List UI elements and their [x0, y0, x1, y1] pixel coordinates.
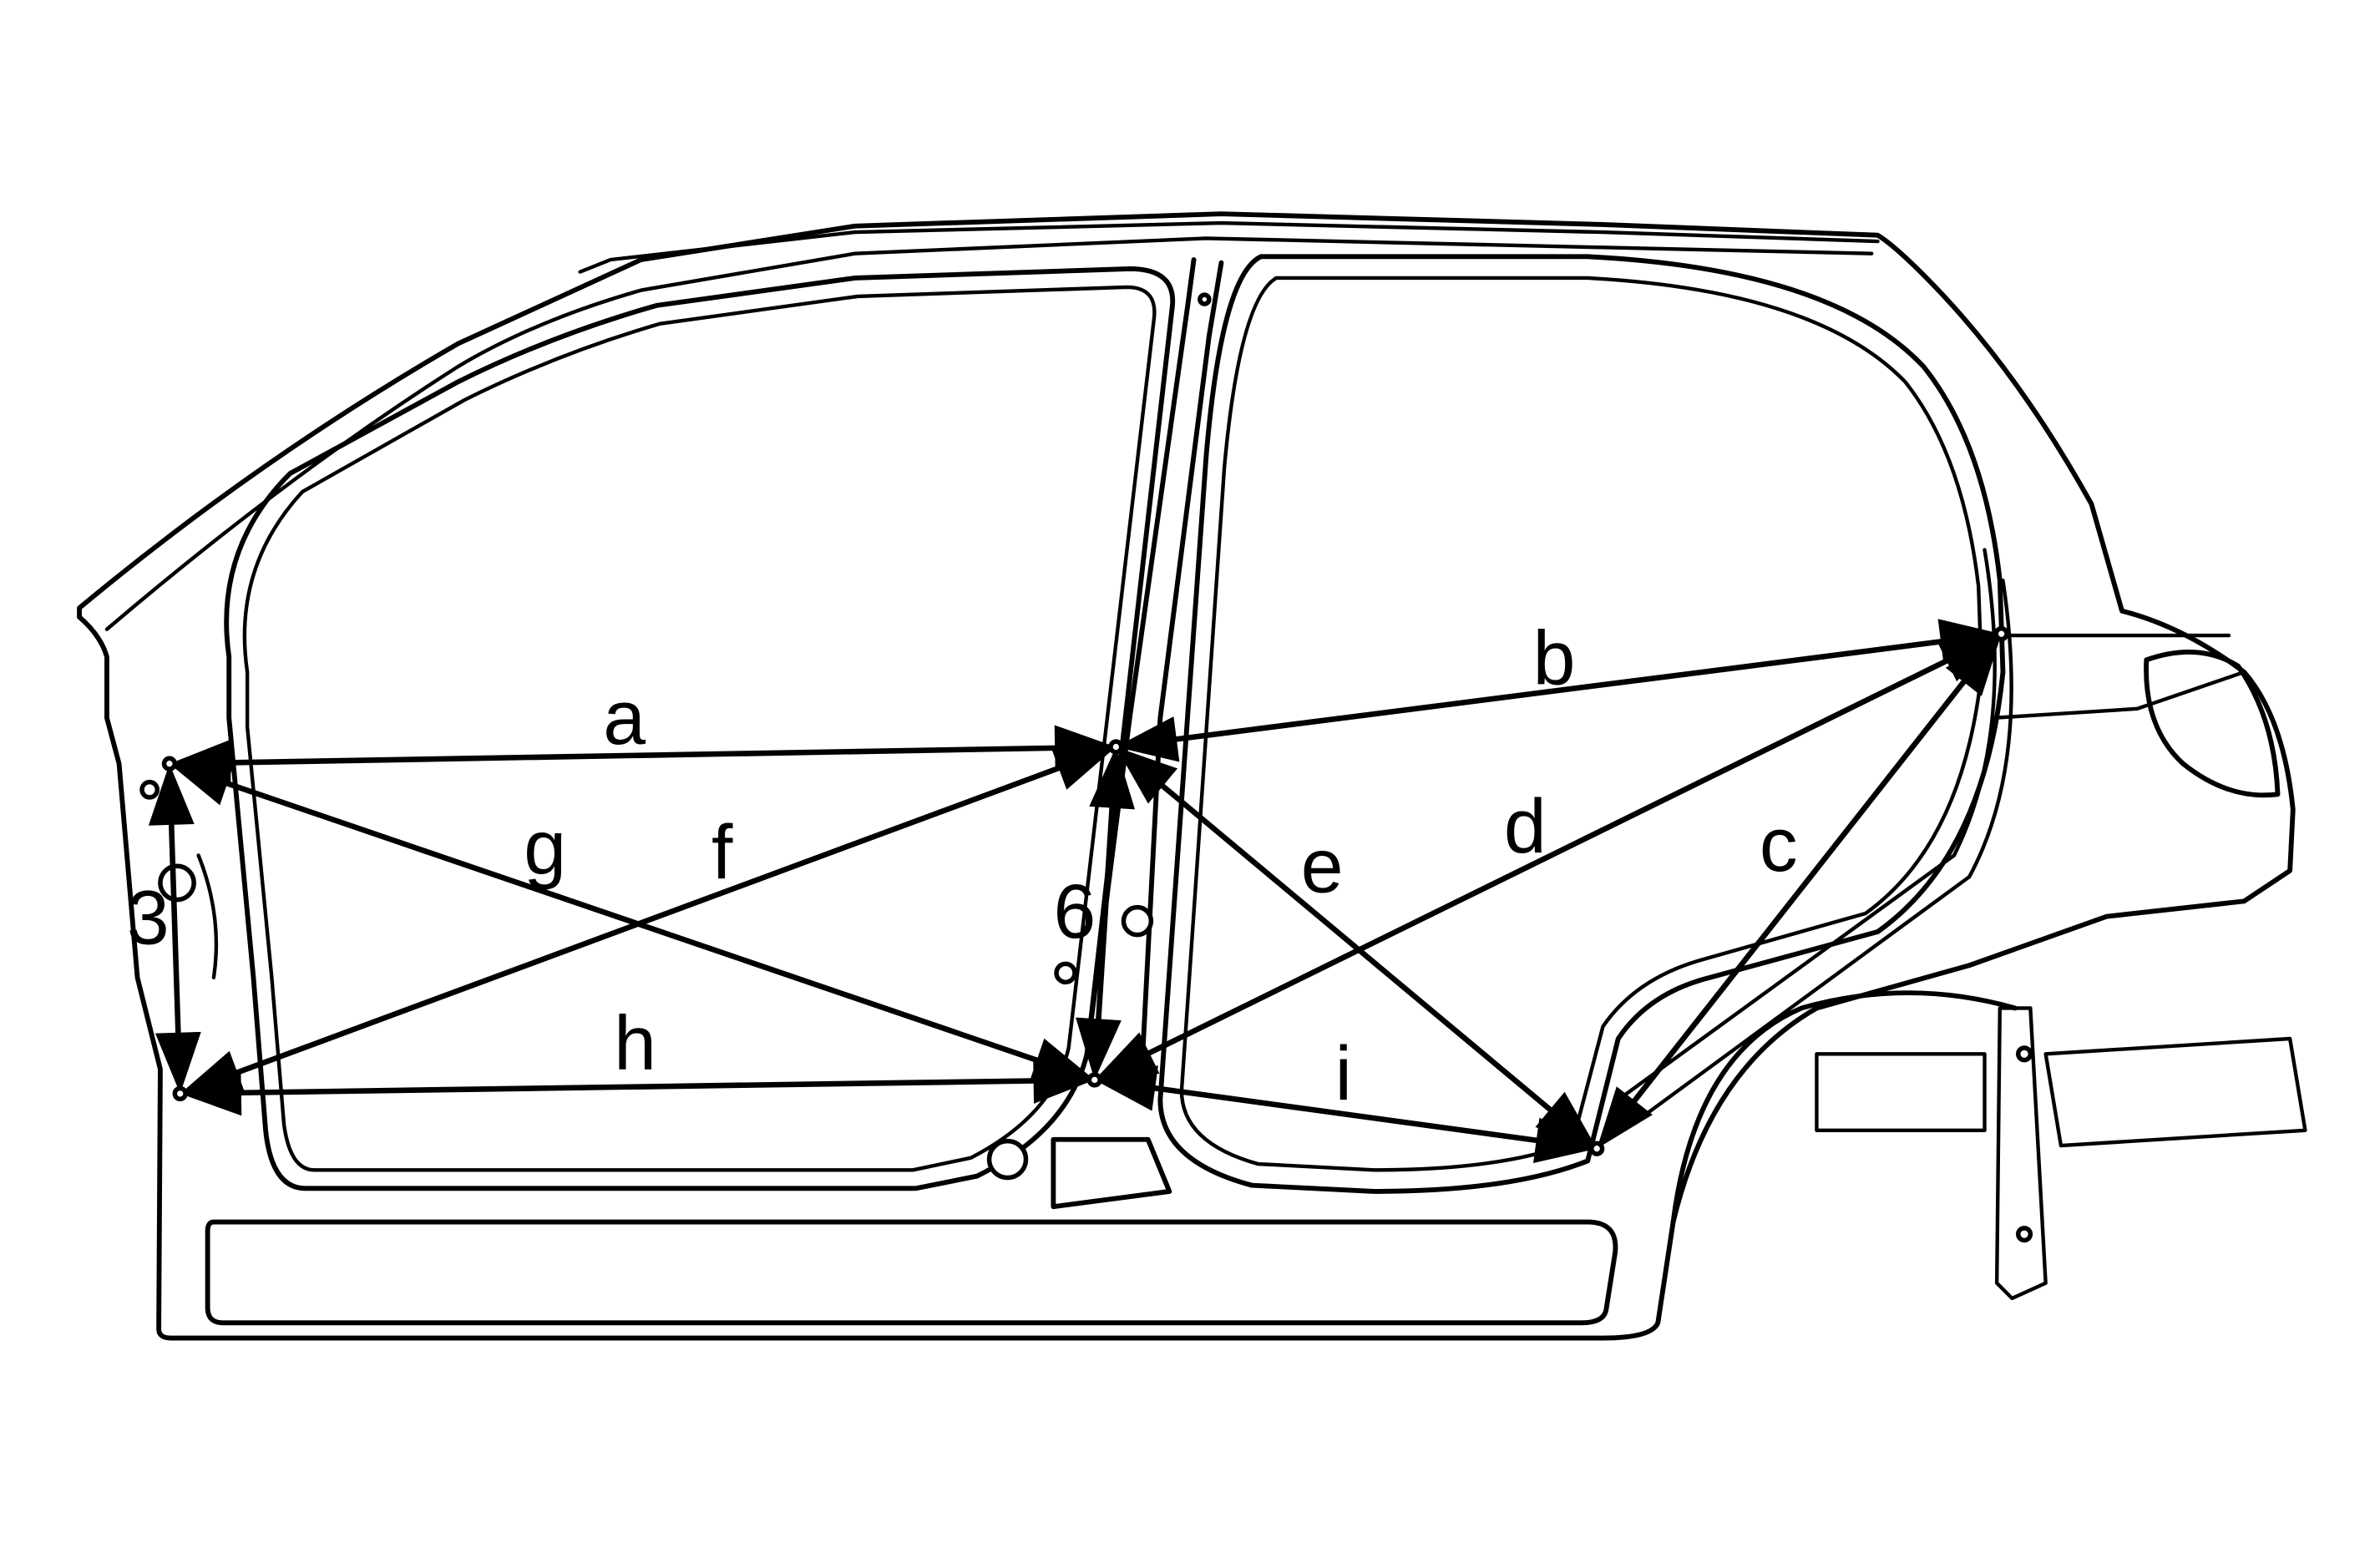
arrow-head-i-start: [1094, 1065, 1158, 1111]
arrow-head-h-start: [180, 1070, 242, 1116]
arrow-head-6-end: [1076, 1017, 1122, 1080]
front-door-opening: [224, 266, 1176, 1191]
dimension-label-b: b: [1533, 616, 1576, 701]
arrow-head-6-start: [1089, 746, 1136, 810]
dimension-label-3: 3: [127, 876, 170, 961]
reference-hole-upper-front: [139, 779, 160, 800]
arrow-head-b-start: [1116, 716, 1180, 762]
measurement-point-p4: [1086, 1072, 1102, 1088]
reference-holes: [139, 292, 2033, 1243]
dimension-line-h: [235, 1078, 1040, 1096]
measurement-point-p2: [1108, 739, 1124, 755]
reference-hole-rocker: [986, 1138, 1029, 1181]
rear-quarter-curve-2: [1634, 578, 2013, 1123]
front-door-opening-inner: [242, 285, 1157, 1172]
dimension-label-6: 6: [1054, 869, 1096, 954]
dimension-label-i: i: [1335, 1031, 1352, 1116]
arrow-head-3-end: [154, 1031, 201, 1094]
dimension-label-h: h: [614, 1001, 656, 1086]
b-pillar-rear-edge: [1139, 260, 1224, 1072]
arrow-head-c-start: [1945, 634, 2002, 696]
dimension-line-a: [224, 745, 1061, 766]
rear-door-opening-inner: [1179, 276, 1984, 1172]
arrow-head-i-end: [1533, 1117, 1598, 1163]
dimension-label-g: g: [524, 805, 566, 890]
arrow-head-e-end: [1535, 1091, 1598, 1149]
arrow-head-3-start: [148, 763, 195, 826]
dimension-line-b: [1170, 638, 1947, 743]
underbody-bracket: [1994, 1006, 2048, 1301]
dimension-line-3: [168, 818, 181, 1040]
dimension-line-6: [1095, 802, 1116, 1025]
dimension-line-f: [230, 763, 1066, 1078]
roof-inner-line: [104, 236, 1874, 631]
rear-wheel-arch: [1670, 990, 2018, 1225]
reference-hole-bracket-top: [2015, 1045, 2033, 1063]
dimension-label-d: d: [1504, 784, 1547, 869]
arrow-head-f-start: [1051, 746, 1117, 790]
reference-hole-front-large: [158, 863, 196, 903]
arrow-head-d-start: [1936, 634, 2002, 682]
underbody-frame: [2043, 1036, 2307, 1148]
tail-lamp: [2144, 650, 2281, 798]
rear-beltline-lower: [1992, 670, 2246, 721]
dimension-line-e: [1156, 780, 1557, 1116]
dimension-label-c: c: [1760, 802, 1798, 888]
reference-hole-roof: [1198, 292, 1212, 306]
reference-hole-b-pillar: [1121, 904, 1154, 938]
dimension-line-d: [1142, 655, 1954, 1059]
arrow-head-d-end: [1094, 1032, 1160, 1080]
dimension-lines: [148, 619, 2009, 1163]
reference-hole-b-pillar-small: [1054, 961, 1077, 985]
underbody-tube: [1815, 1052, 1987, 1132]
arrow-head-e-start: [1116, 746, 1178, 804]
arrow-head-h-end: [1033, 1058, 1095, 1104]
dimension-line-i: [1148, 1085, 1543, 1145]
access-panel: [1051, 1136, 1172, 1210]
arrow-head-c-end: [1597, 1086, 1653, 1149]
vehicle-body-side-outline: [77, 211, 2307, 1341]
roof-rail: [578, 220, 1880, 274]
dimension-line-c: [1628, 675, 1970, 1107]
arrow-head-g-start: [169, 761, 235, 806]
dimension-label-f: f: [711, 810, 733, 895]
dimension-label-e: e: [1301, 823, 1344, 908]
rocker-panel: [205, 1219, 1618, 1326]
dimension-label-a: a: [603, 675, 646, 761]
hinge-pillar-detail: [196, 853, 219, 980]
dimension-line-g: [220, 778, 1044, 1065]
rear-door-opening: [1157, 254, 2006, 1194]
measurement-point-p3: [172, 1085, 188, 1102]
rear-quarter-curve-1: [1616, 548, 1997, 1102]
measurement-point-p6: [1589, 1141, 1605, 1156]
measurement-point-p5: [1993, 626, 2009, 642]
reference-hole-bracket-bottom: [2015, 1226, 2033, 1243]
dimension-labels: a b c d e f g h i 3 6: [127, 616, 1798, 1117]
measurement-point-p1: [161, 756, 178, 771]
